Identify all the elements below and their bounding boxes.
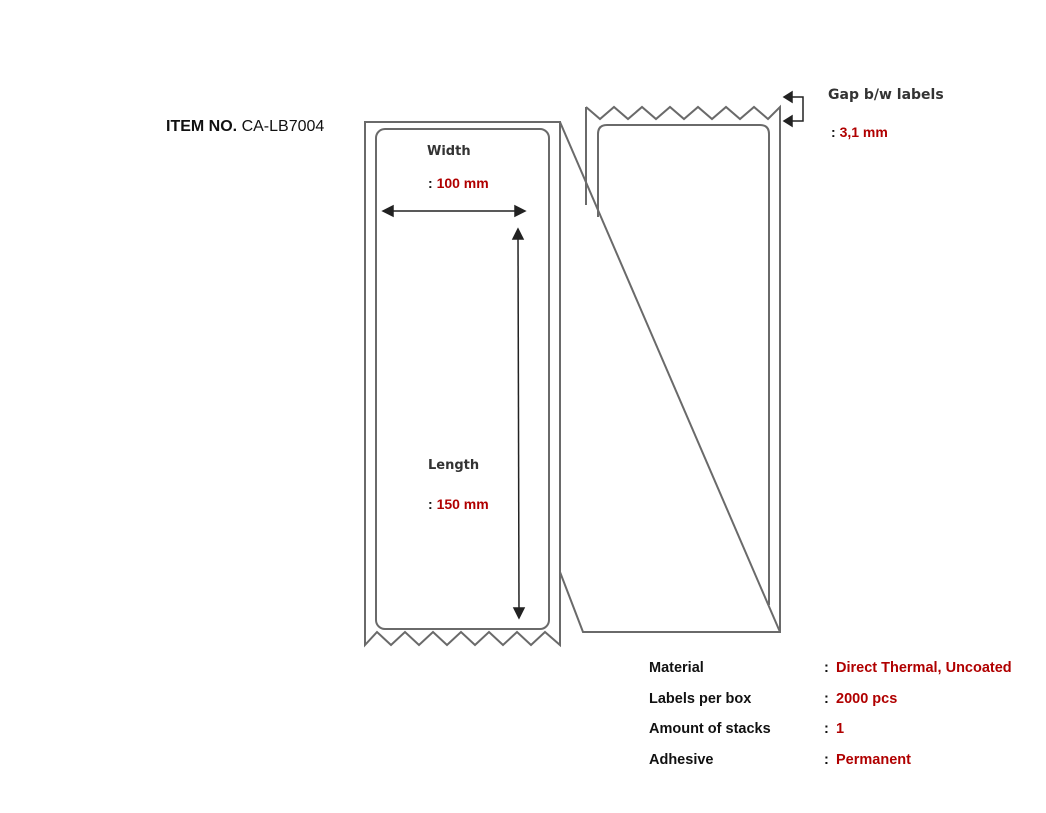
width-measure: 100 mm (436, 175, 489, 191)
spec-value: 2000 pcs (836, 690, 898, 707)
length-label: Length (428, 458, 480, 473)
spec-value: Permanent (836, 751, 911, 768)
length-arrow (511, 227, 526, 620)
fold-line (559, 121, 781, 633)
width-arrow (381, 204, 527, 218)
gap-label: Gap b/w labels (828, 87, 944, 103)
spec-value: 1 (836, 721, 845, 737)
back-label-backing (559, 104, 781, 633)
spec-key: Adhesive (649, 751, 714, 768)
gap-measure: 3,1 mm (839, 124, 888, 140)
spec-row-adhesive: Adhesive : Permanent (649, 751, 911, 768)
back-label (597, 124, 770, 605)
width-value: : 100 mm (428, 175, 489, 191)
spec-key: Amount of stacks (649, 721, 771, 737)
spec-key: Labels per box (649, 690, 752, 707)
item-number-value: CA-LB7004 (241, 118, 325, 135)
front-label-backing (364, 121, 561, 648)
gap-value: : 3,1 mm (831, 124, 888, 140)
length-measure: 150 mm (436, 496, 489, 512)
item-number-label: ITEM NO. (166, 118, 238, 135)
item-number: ITEM NO. CA-LB7004 (166, 118, 324, 136)
length-value: : 150 mm (428, 496, 489, 512)
width-label: Width (427, 144, 471, 159)
gap-arrows (782, 90, 804, 128)
front-label (375, 128, 550, 630)
spec-value: Direct Thermal, Uncoated (836, 660, 1012, 676)
spec-row-material: Material : Direct Thermal, Uncoated (649, 660, 1012, 676)
spec-row-amount-of-stacks: Amount of stacks : 1 (649, 721, 845, 737)
spec-row-labels-per-box: Labels per box : 2000 pcs (649, 690, 898, 707)
spec-key: Material (649, 660, 704, 676)
spec-table: Material : Direct Thermal, Uncoated Labe… (649, 660, 1029, 782)
